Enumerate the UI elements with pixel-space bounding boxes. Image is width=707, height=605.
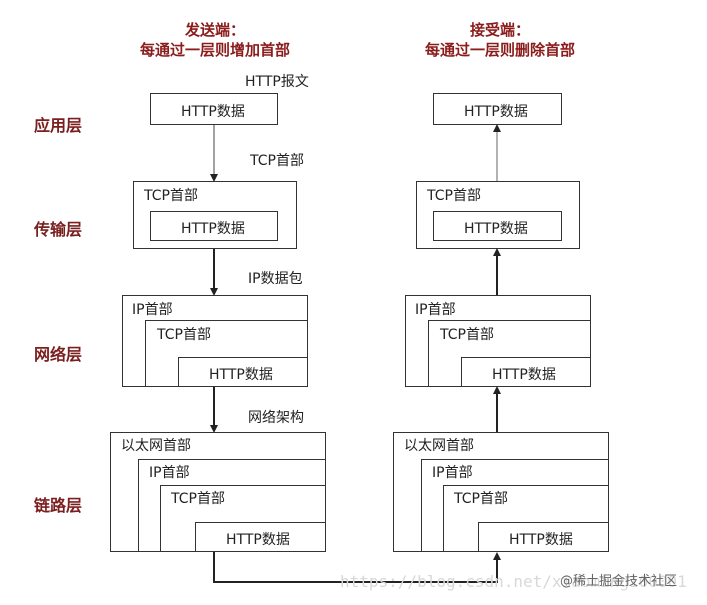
brand-label: @稀土掘金技术社区 xyxy=(560,574,678,589)
receiver-link-http-box: HTTP数据 xyxy=(478,522,609,552)
ip-header-label: IP首部 xyxy=(415,302,456,318)
receiver-title: 接受端： 每通过一层则删除首部 xyxy=(405,20,595,60)
http-data-label: HTTP数据 xyxy=(464,104,528,120)
arrow-link-connector xyxy=(213,552,501,583)
caption-network-frame: 网络架构 xyxy=(248,410,304,426)
sender-title-line2: 每通过一层则增加首部 xyxy=(139,41,290,59)
tcp-header-label: TCP首部 xyxy=(427,188,481,204)
http-data-label: HTTP数据 xyxy=(226,532,290,548)
receiver-title-line2: 每通过一层则删除首部 xyxy=(424,41,575,59)
tcp-header-label: TCP首部 xyxy=(440,327,494,343)
receiver-title-line1: 接受端： xyxy=(469,21,530,39)
http-data-label: HTTP数据 xyxy=(492,367,556,383)
http-data-label: HTTP数据 xyxy=(181,104,245,120)
http-data-label: HTTP数据 xyxy=(209,367,273,383)
tcp-header-label: TCP首部 xyxy=(454,491,508,507)
sender-net-http-box: HTTP数据 xyxy=(178,357,308,387)
caption-tcp-header: TCP首部 xyxy=(250,153,304,169)
receiver-net-http-box: HTTP数据 xyxy=(461,357,591,387)
http-data-label: HTTP数据 xyxy=(181,221,245,237)
tcp-header-label: TCP首部 xyxy=(171,491,225,507)
layer-label-application: 应用层 xyxy=(34,116,83,135)
ip-header-label: IP首部 xyxy=(132,302,173,318)
sender-transport-http-box: HTTP数据 xyxy=(150,211,278,241)
http-data-label: HTTP数据 xyxy=(464,221,528,237)
caption-http-message: HTTP报文 xyxy=(245,74,309,90)
sender-link-http-box: HTTP数据 xyxy=(195,522,326,552)
tcp-header-label: TCP首部 xyxy=(157,327,211,343)
layer-label-transport: 传输层 xyxy=(34,220,83,239)
sender-app-http-box: HTTP数据 xyxy=(150,93,278,125)
watermark: https://blog.csdn.net/xiaoming100001 xyxy=(340,572,687,591)
tcp-header-label: TCP首部 xyxy=(144,188,198,204)
ip-header-label: IP首部 xyxy=(432,465,473,481)
ethernet-header-label: 以太网首部 xyxy=(404,438,474,454)
sender-title: 发送端： 每通过一层则增加首部 xyxy=(130,20,300,60)
layer-label-network: 网络层 xyxy=(34,345,83,364)
layer-label-link: 链路层 xyxy=(34,496,83,515)
http-data-label: HTTP数据 xyxy=(509,532,573,548)
receiver-transport-http-box: HTTP数据 xyxy=(433,211,562,241)
sender-title-line1: 发送端： xyxy=(184,21,245,39)
caption-ip-packet: IP数据包 xyxy=(248,271,303,287)
ethernet-header-label: 以太网首部 xyxy=(121,438,191,454)
ip-header-label: IP首部 xyxy=(149,465,190,481)
